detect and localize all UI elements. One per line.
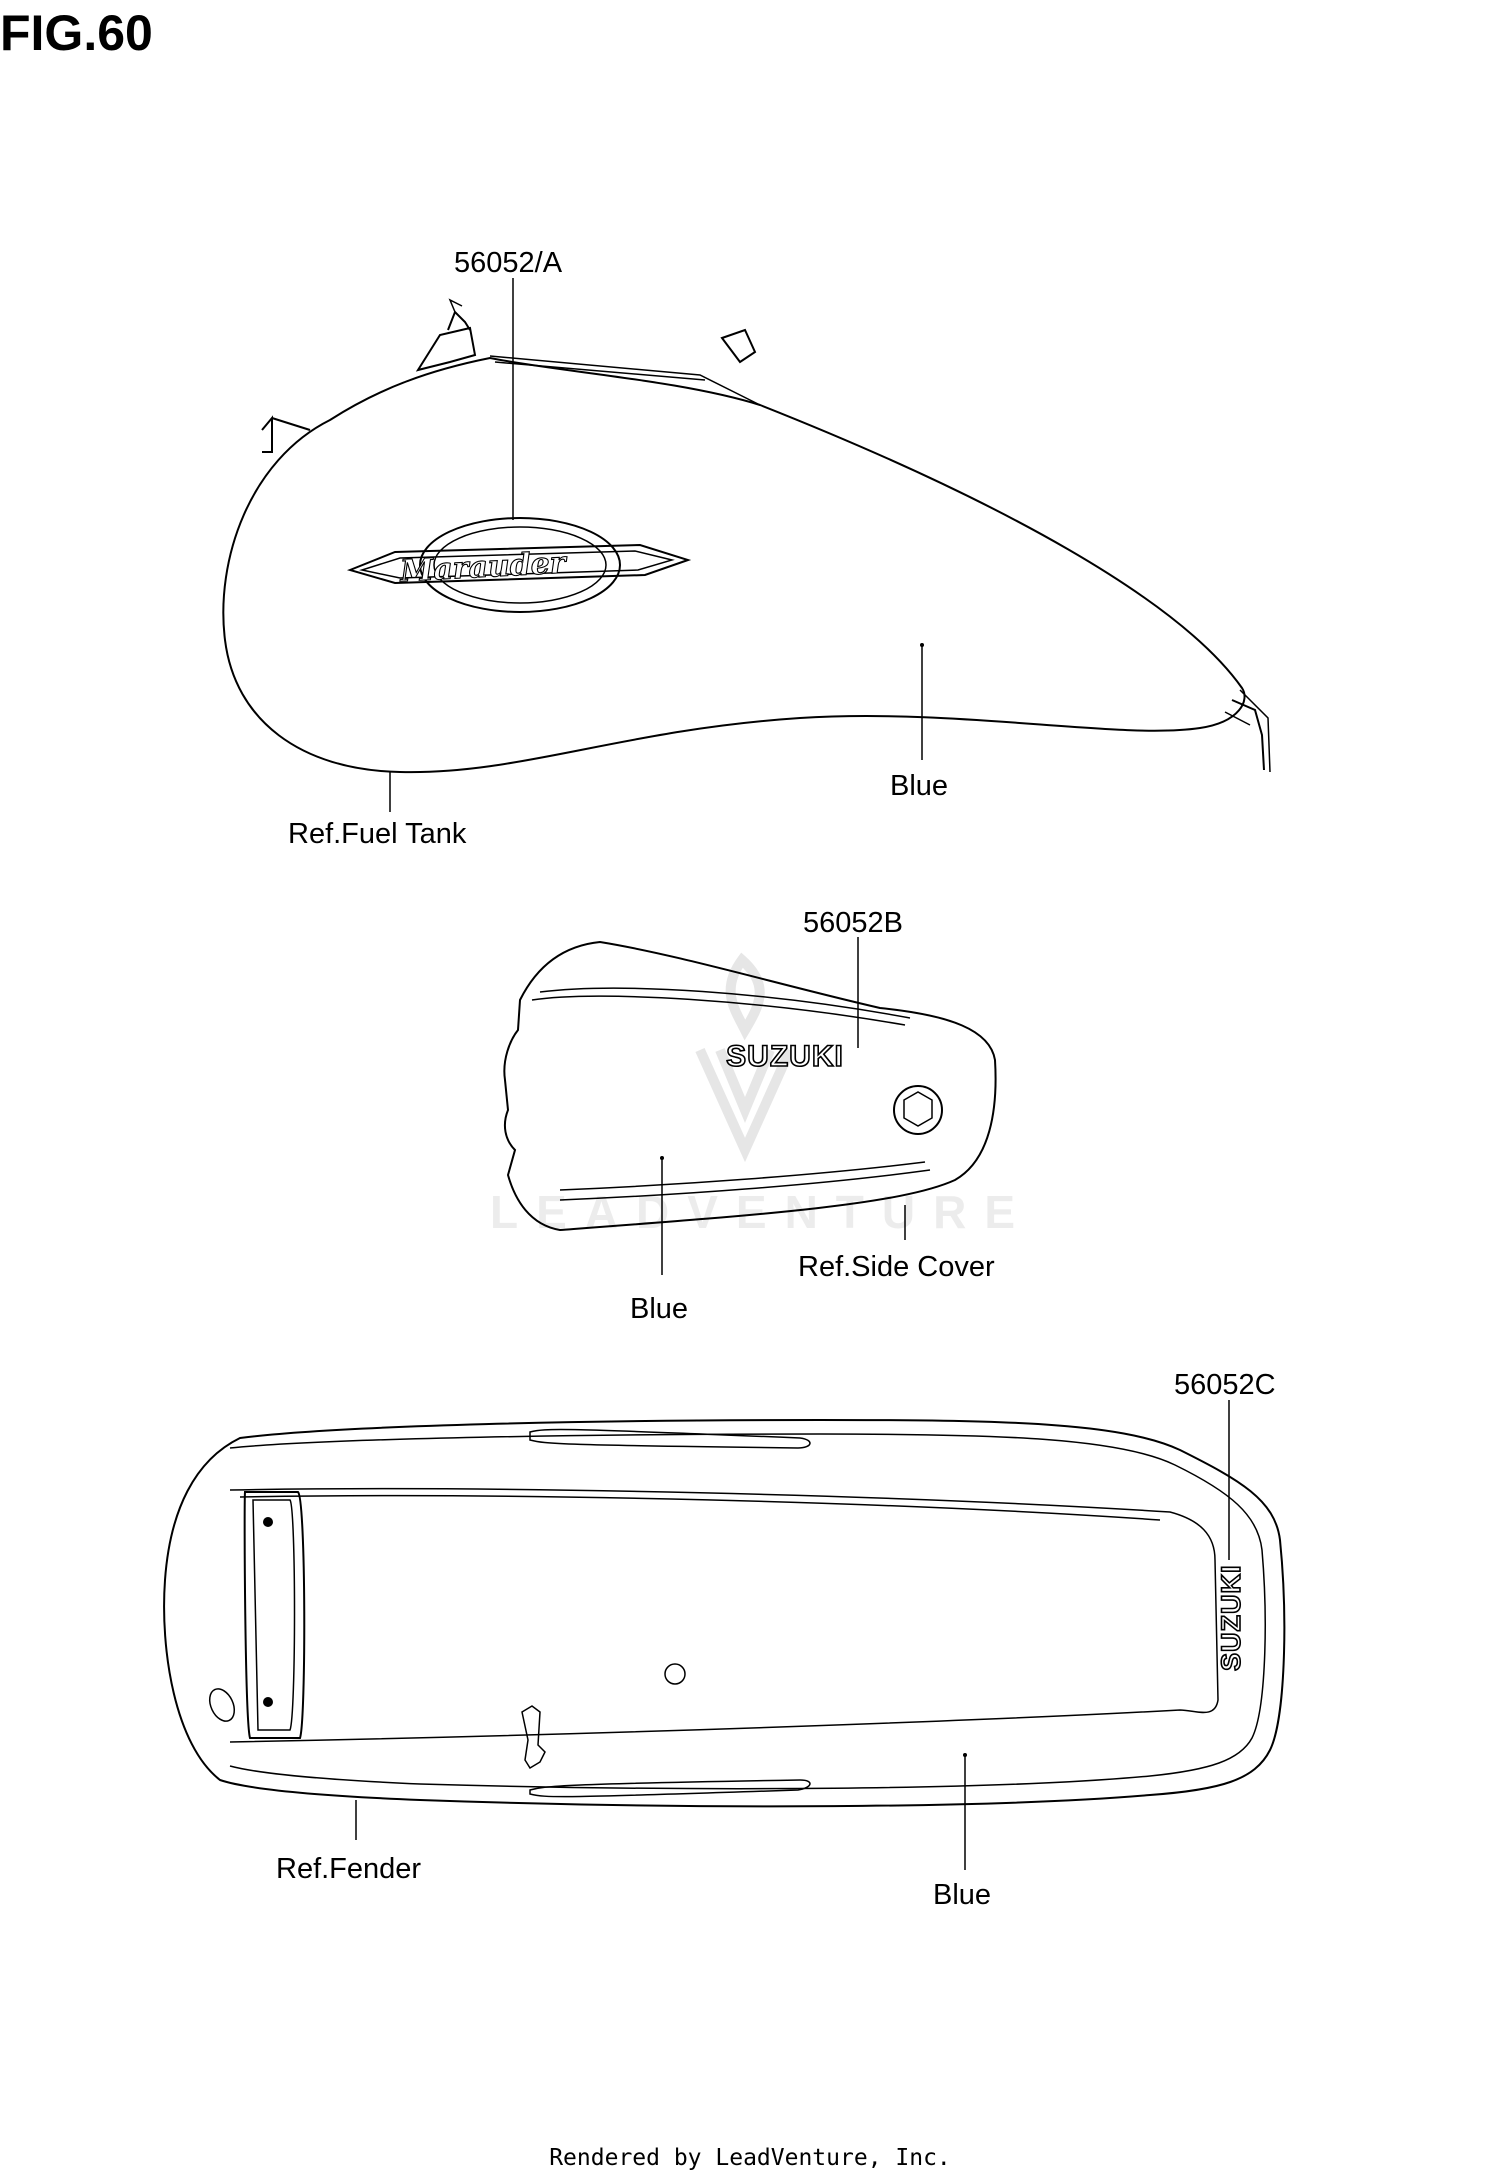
- bracket-bolt-lower: [263, 1697, 273, 1707]
- watermark-logo: LEADVENTURE: [490, 952, 1033, 1238]
- side-cover-drawing: SUZUKI: [503, 940, 997, 1232]
- bracket-bolt-upper: [263, 1517, 273, 1527]
- label-ref-fender: Ref.Fender: [276, 1853, 421, 1885]
- callout-56052c: 56052C: [1174, 1369, 1276, 1401]
- callout-56052-a: 56052/A: [454, 247, 563, 279]
- label-ref-fuel-tank: Ref.Fuel Tank: [288, 818, 467, 850]
- label-blue-side-cover: Blue: [630, 1293, 688, 1325]
- label-blue-fender: Blue: [933, 1879, 991, 1911]
- marauder-script-text: Marauder: [398, 546, 568, 590]
- callout-56052b: 56052B: [803, 907, 903, 939]
- footer-credit: Rendered by LeadVenture, Inc.: [549, 2145, 951, 2171]
- marauder-emblem: Marauder: [346, 517, 692, 613]
- side-cover-suzuki-emblem: SUZUKI: [726, 1040, 844, 1073]
- figure-title: FIG.60: [0, 5, 153, 61]
- svg-text:LEADVENTURE: LEADVENTURE: [490, 1186, 1033, 1238]
- label-blue-tank: Blue: [890, 770, 948, 802]
- fender-suzuki-emblem: SUZUKI: [1216, 1565, 1246, 1672]
- label-ref-side-cover: Ref.Side Cover: [798, 1251, 995, 1283]
- fender-drawing: SUZUKI: [163, 1418, 1286, 1808]
- fuel-tank-drawing: Marauder: [222, 298, 1271, 774]
